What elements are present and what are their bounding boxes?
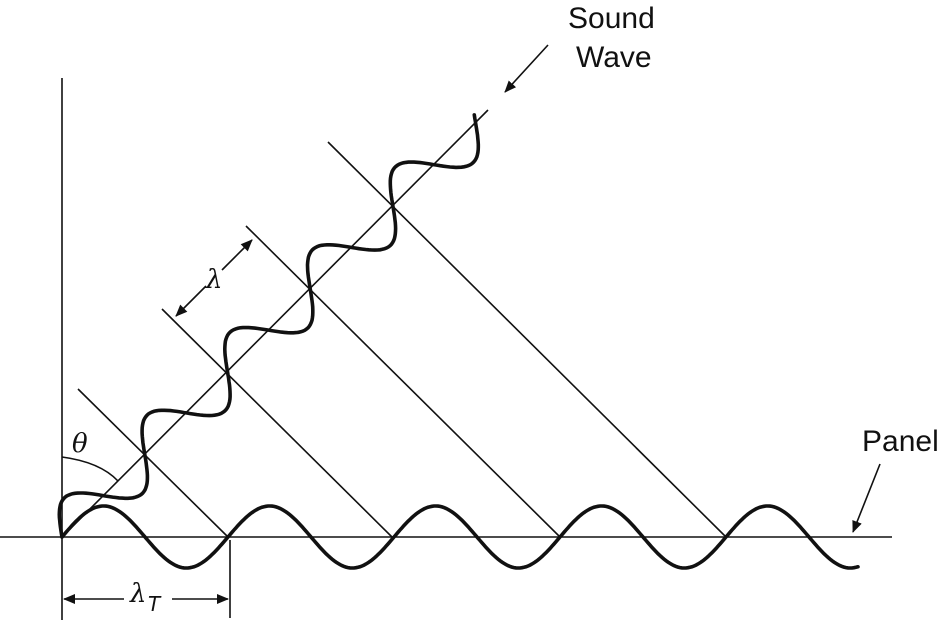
theta-arc [61, 456, 119, 482]
lambda-t-label: λ [129, 579, 146, 609]
sound-wave-pointer-arrow [504, 44, 549, 93]
sound-wave-label-line2: Wave [576, 41, 652, 74]
wavefront-line [77, 388, 229, 538]
wavefront-line [327, 141, 727, 538]
wavefront-line [245, 225, 561, 538]
wavefront-line [161, 308, 393, 538]
sound-wave-label-line1: Sound [568, 2, 655, 35]
lambda-label: λ [205, 265, 222, 295]
incident-sound-wave [57, 113, 481, 539]
theta-label: θ [72, 429, 88, 459]
panel-bending-wave [60, 504, 860, 570]
panel-label: Panel [862, 425, 939, 458]
lambda-dimension-arrow [221, 239, 253, 271]
incident-direction-line [61, 109, 489, 538]
lambda-t-subscript: T [148, 592, 162, 616]
panel-pointer-arrow [852, 463, 881, 533]
lambda-dimension-arrow [175, 285, 207, 317]
